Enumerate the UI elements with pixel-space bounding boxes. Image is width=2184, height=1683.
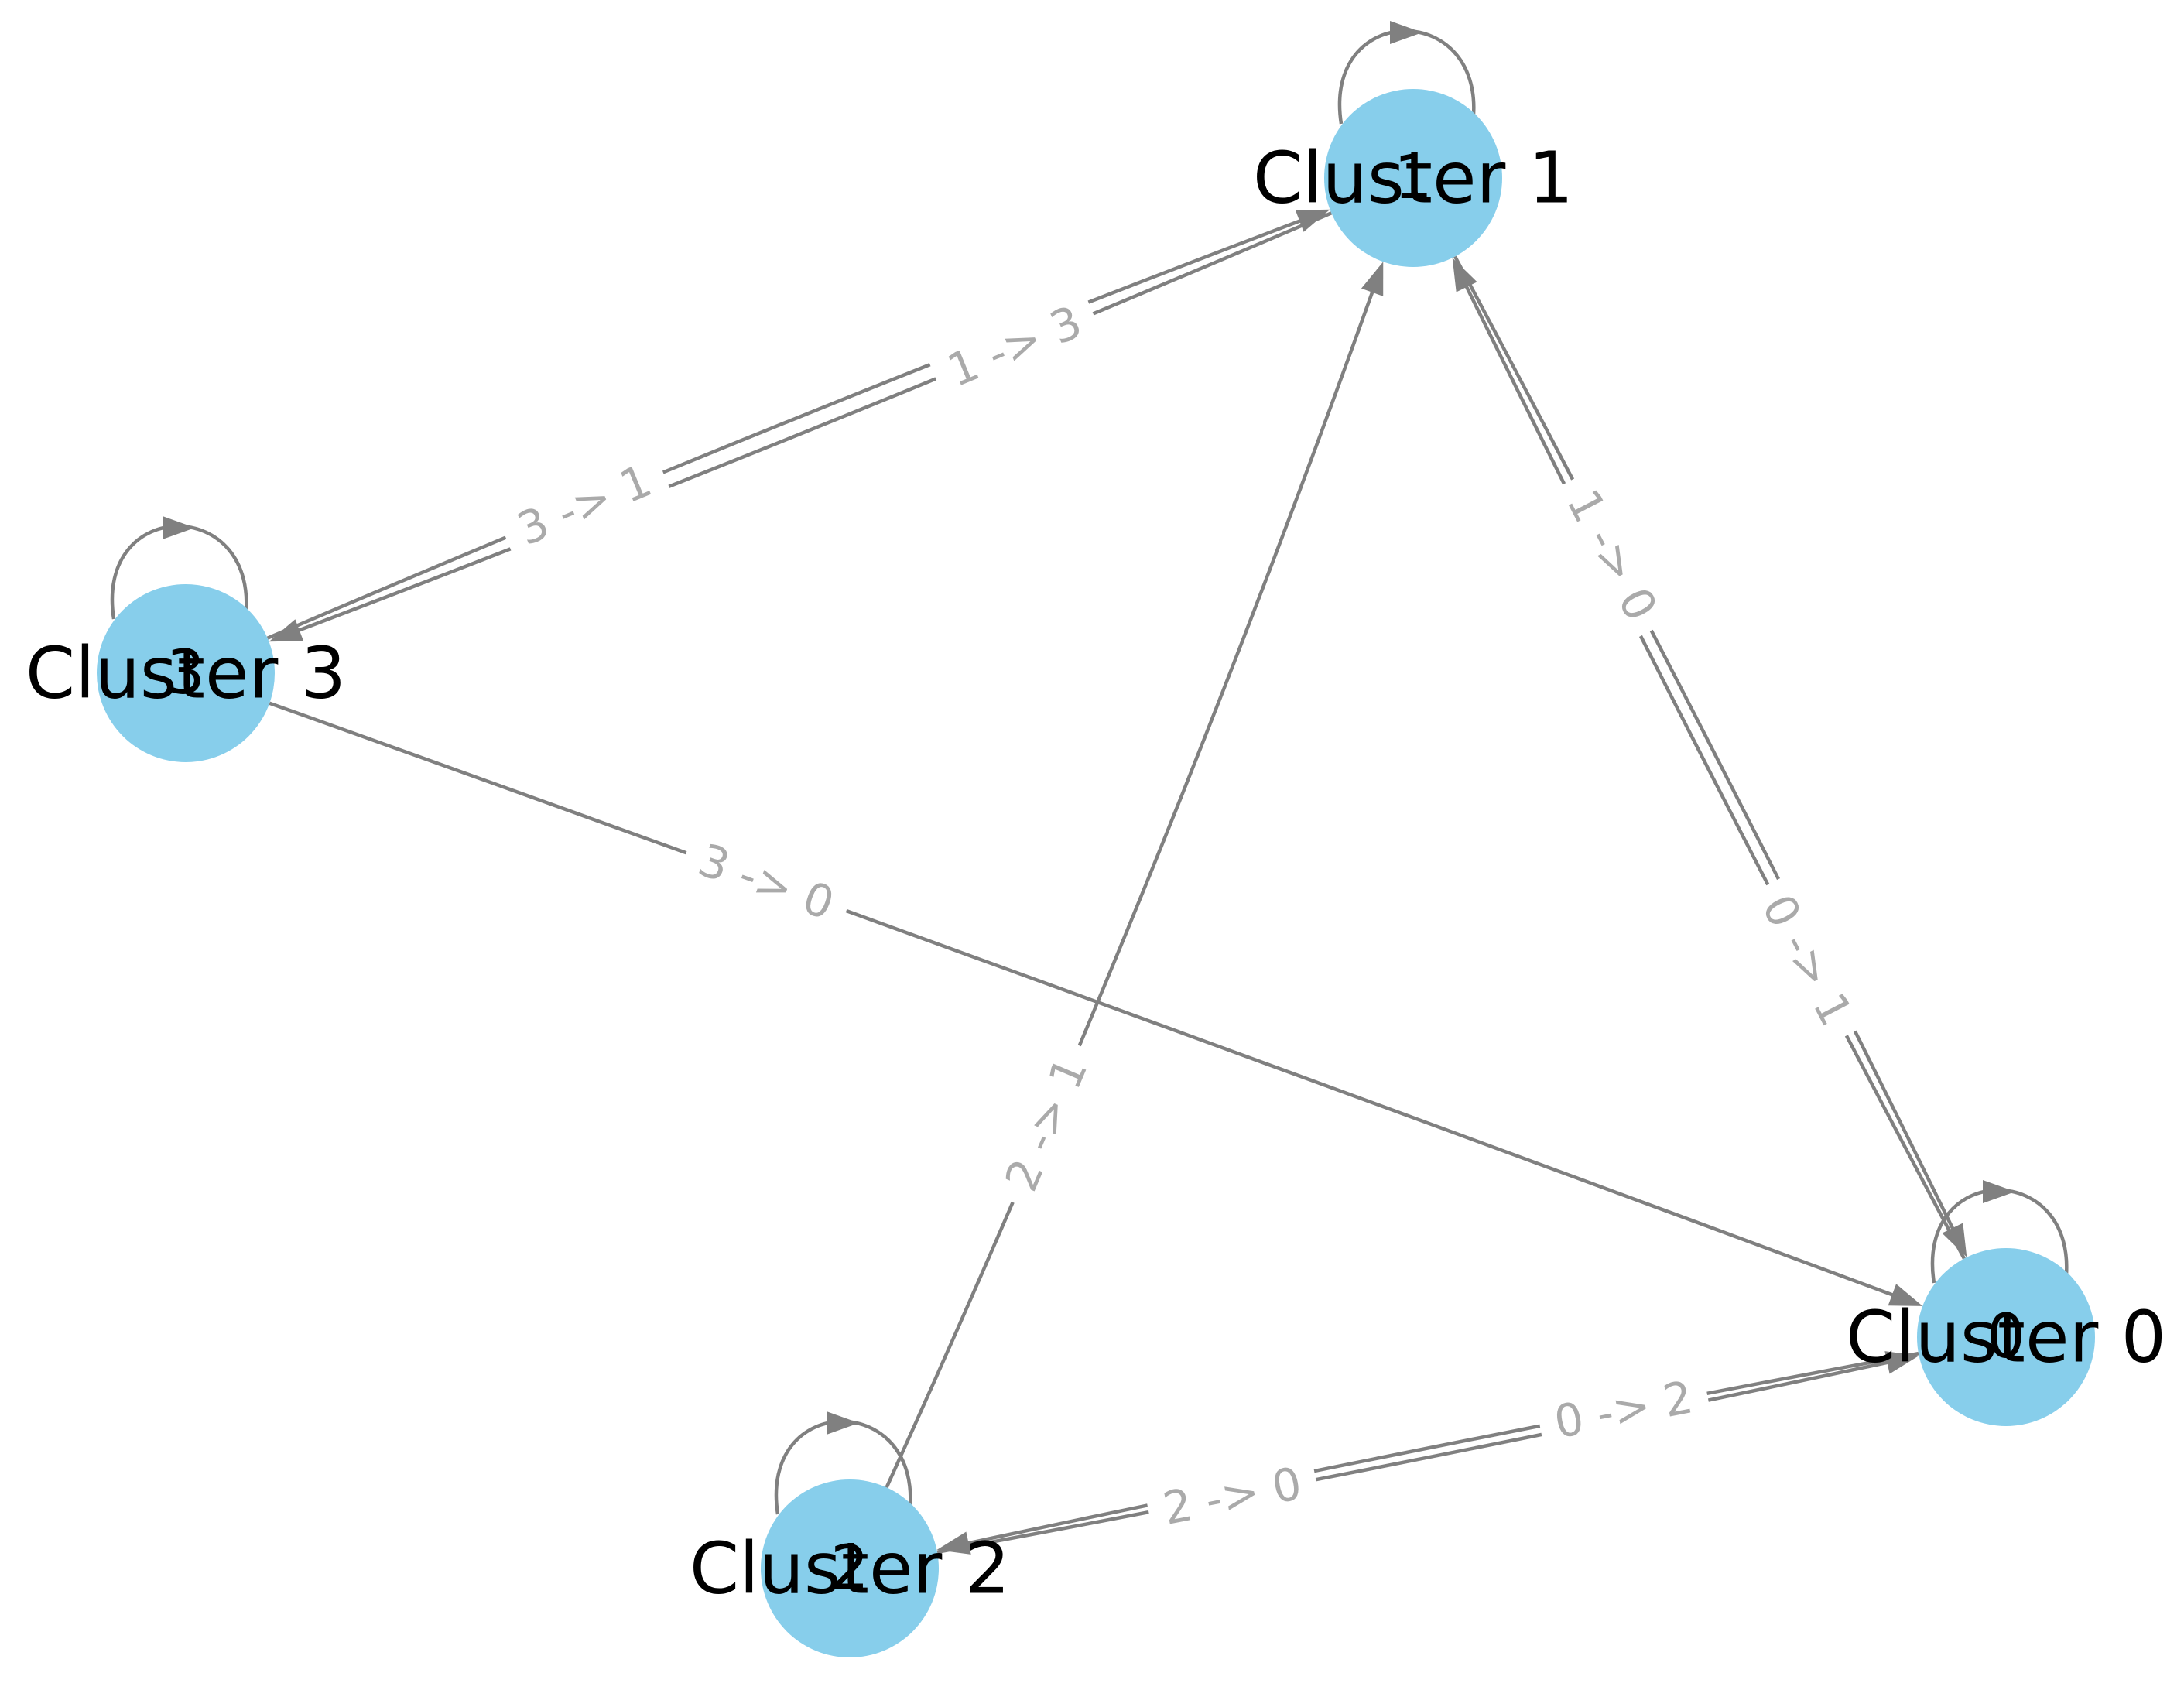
edge-label-background xyxy=(495,448,673,562)
node-circle xyxy=(97,584,275,762)
edge-label-c2-to-c0: 2 -> 0 xyxy=(1143,1453,1321,1538)
labels-layer: 3 -> 1 1 -> 3 2 -> 1 0 -> 1 1 -> 0 3 -> 0 2 ->… xyxy=(495,289,1870,1538)
self-loop-arrowhead xyxy=(1390,21,1422,44)
edge-label-c3-to-c0: 3 -> 0 xyxy=(677,828,856,936)
edge-label-background xyxy=(677,828,856,936)
edge-label-c1-to-c0: 1 -> 0 xyxy=(1549,467,1675,643)
arrowhead-c0-to-c2 xyxy=(936,1531,971,1555)
edge-c2-to-c0 xyxy=(936,1360,1891,1555)
edge-label-text: 0 -> 1 xyxy=(1751,886,1862,1034)
edge-label-background xyxy=(926,289,1104,403)
node-glyph: 2 xyxy=(830,1534,869,1603)
arrowhead-c1-to-c0 xyxy=(1942,1223,1967,1257)
edge-label-c3-to-c1: 3 -> 1 xyxy=(495,448,673,562)
edge-label-c0-to-c1: 0 -> 1 xyxy=(1744,872,1870,1048)
edges-layer xyxy=(266,209,1967,1555)
node-glyph: 3 xyxy=(166,638,205,708)
node-label: Cluster 3 xyxy=(26,632,346,715)
self-loop-arrowhead xyxy=(163,516,195,539)
arrowhead-c1-to-c3 xyxy=(269,619,304,642)
edge-c0-to-c1 xyxy=(1463,283,1966,1260)
node-circle xyxy=(1324,89,1502,267)
edge-label-c0-to-c2: 0 -> 2 xyxy=(1535,1367,1713,1452)
edge-label-background xyxy=(1549,467,1675,643)
node-glyph: 0 xyxy=(1987,1302,2025,1372)
arrowhead-c2-to-c1 xyxy=(1361,262,1384,296)
edge-c3-to-c1 xyxy=(266,218,1303,640)
edge-label-c2-to-c1: 2 -> 1 xyxy=(988,1035,1104,1213)
edge-label-text: 2 -> 0 xyxy=(1159,1457,1306,1535)
edge-label-text: 0 -> 2 xyxy=(1550,1370,1697,1449)
edge-c1-to-c0 xyxy=(1453,255,1956,1232)
node-label: Cluster 0 xyxy=(1846,1296,2166,1379)
edge-c3-to-c0 xyxy=(269,701,1896,1298)
edge-label-text: 2 -> 1 xyxy=(994,1049,1097,1198)
edge-label-text: 3 -> 1 xyxy=(510,454,659,556)
edge-label-background xyxy=(1143,1453,1321,1538)
node-circle xyxy=(761,1479,939,1657)
node-glyph: 1 xyxy=(1394,143,1433,213)
edge-c0-to-c2 xyxy=(965,1351,1919,1546)
edge-label-background xyxy=(1744,872,1870,1048)
edge-label-c1-to-c3: 1 -> 3 xyxy=(926,289,1104,403)
edge-c1-to-c3 xyxy=(296,211,1333,633)
node-circle xyxy=(1917,1248,2095,1426)
edge-c2-to-c1 xyxy=(885,289,1375,1489)
edge-label-text: 1 -> 0 xyxy=(1556,481,1667,629)
node-label: Cluster 2 xyxy=(690,1527,1010,1610)
node-label: Cluster 1 xyxy=(1253,137,1573,220)
edge-label-text: 3 -> 0 xyxy=(692,833,841,930)
edge-label-background xyxy=(988,1035,1104,1213)
edge-label-background xyxy=(1535,1367,1713,1452)
edge-label-text: 1 -> 3 xyxy=(940,296,1090,398)
arrowhead-c3-to-c0 xyxy=(1888,1284,1923,1306)
self-loop-arrowhead xyxy=(827,1411,859,1435)
self-loop-arrowhead xyxy=(1983,1180,2015,1203)
